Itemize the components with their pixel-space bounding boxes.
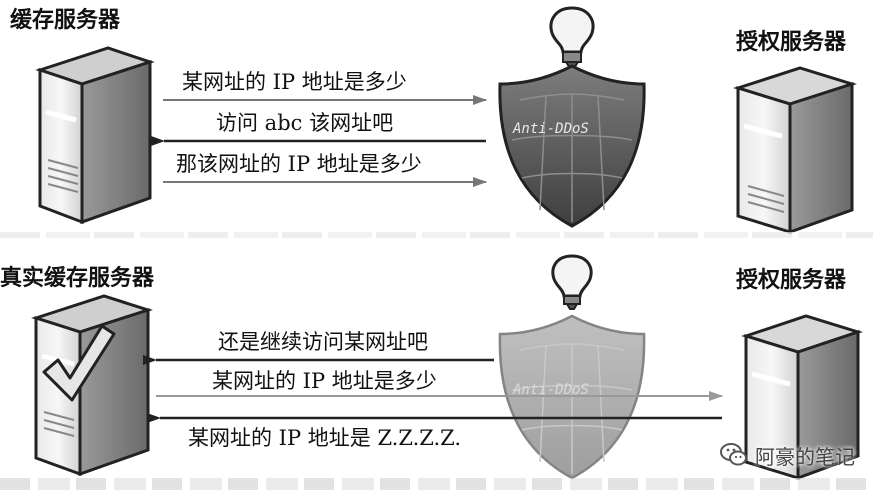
shield-label-bottom: Anti-DDoS xyxy=(513,382,589,398)
wechat-icon xyxy=(720,443,747,466)
bottom-edge-strip xyxy=(0,478,873,490)
lightbulb-icon xyxy=(549,6,595,69)
message-answer: 某网址的 IP 地址是 Z.Z.Z.Z. xyxy=(188,426,462,450)
lightbulb-icon-bottom xyxy=(551,254,593,310)
shield-label: Anti-DDoS xyxy=(513,121,589,137)
message-query-1: 某网址的 IP 地址是多少 xyxy=(182,70,407,94)
anti-ddos-shield-icon xyxy=(498,64,646,228)
watermark: 阿豪的笔记 xyxy=(719,440,855,470)
authoritative-server-label-bottom: 授权服务器 xyxy=(736,268,847,293)
authoritative-server-label: 授权服务器 xyxy=(736,30,847,55)
message-query-2: 那该网址的 IP 地址是多少 xyxy=(176,152,422,176)
cache-server-label: 缓存服务器 xyxy=(10,8,121,33)
watermark-text: 阿豪的笔记 xyxy=(755,444,855,469)
real-cache-server-icon xyxy=(31,294,153,477)
message-continue: 还是继续访问某网址吧 xyxy=(218,330,428,354)
authoritative-server-icon-bottom xyxy=(741,314,863,481)
real-cache-server-label: 真实缓存服务器 xyxy=(0,266,155,291)
message-forward-query: 某网址的 IP 地址是多少 xyxy=(212,369,437,393)
panel-divider xyxy=(0,232,873,238)
authoritative-server-icon xyxy=(733,66,857,235)
message-redirect: 访问 abc 该网址吧 xyxy=(216,111,394,135)
checkmark-icon xyxy=(42,324,116,402)
cache-server-icon xyxy=(35,46,155,225)
